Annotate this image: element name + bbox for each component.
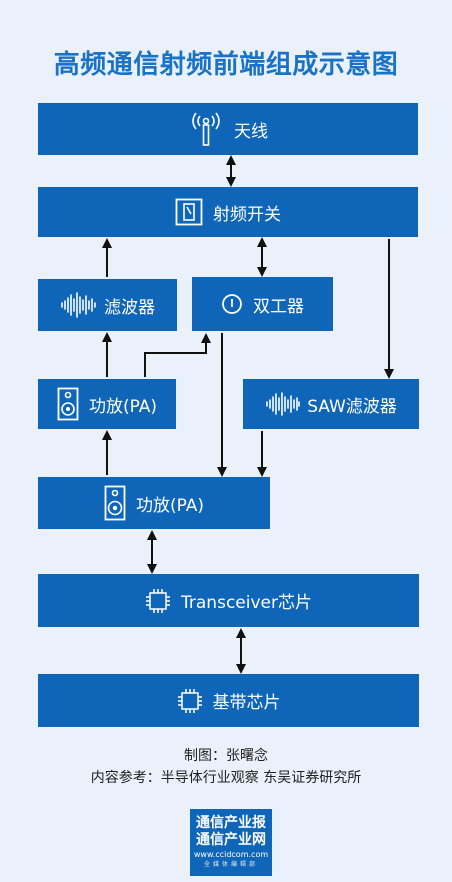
publisher-logo: 通信产业报 通信产业网 www.ccidcom.com 全媒体编辑部 bbox=[190, 809, 272, 876]
speaker-icon bbox=[104, 485, 126, 521]
waveform-icon bbox=[60, 292, 98, 318]
waveform-icon bbox=[265, 392, 301, 416]
baseband-box: 基带芯片 bbox=[38, 674, 419, 727]
antenna-icon bbox=[188, 110, 224, 148]
diagram-title: 高频通信射频前端组成示意图 bbox=[53, 50, 399, 80]
speaker-icon bbox=[57, 387, 79, 421]
pa-large-label: 功放(PA) bbox=[135, 495, 205, 516]
author-credit: 制图：张曙念 bbox=[184, 748, 268, 764]
pa-small-box: 功放(PA) bbox=[38, 379, 176, 429]
logo-url: www.ccidcom.com bbox=[193, 850, 269, 859]
filter-label: 滤波器 bbox=[104, 297, 155, 318]
duplexer-label: 双工器 bbox=[253, 296, 304, 317]
transceiver-box: Transceiver芯片 bbox=[38, 574, 419, 627]
switch-icon bbox=[175, 198, 203, 226]
rf-switch-label: 射频开关 bbox=[213, 204, 281, 225]
saw-filter-label: SAW滤波器 bbox=[307, 396, 397, 417]
rf-switch-box: 射频开关 bbox=[38, 187, 418, 237]
logo-line-2: 通信产业网 bbox=[196, 832, 266, 848]
pa-small-label: 功放(PA) bbox=[88, 396, 158, 417]
references-credit: 内容参考：半导体行业观察 东吴证券研究所 bbox=[90, 770, 362, 786]
arrow-pa-to-duplexer bbox=[144, 333, 211, 377]
antenna-box: 天线 bbox=[38, 103, 418, 155]
transceiver-label: Transceiver芯片 bbox=[181, 593, 312, 613]
power-icon bbox=[221, 293, 243, 315]
pa-large-box: 功放(PA) bbox=[38, 477, 270, 529]
chip-icon bbox=[145, 588, 171, 614]
filter-box: 滤波器 bbox=[38, 279, 177, 331]
baseband-label: 基带芯片 bbox=[212, 693, 281, 713]
saw-filter-box: SAW滤波器 bbox=[243, 379, 419, 429]
antenna-label: 天线 bbox=[234, 121, 268, 142]
logo-line-1: 通信产业报 bbox=[196, 815, 266, 831]
logo-tagline: 全媒体编辑部 bbox=[203, 861, 258, 868]
duplexer-box: 双工器 bbox=[192, 277, 333, 331]
chip-icon bbox=[177, 688, 203, 714]
